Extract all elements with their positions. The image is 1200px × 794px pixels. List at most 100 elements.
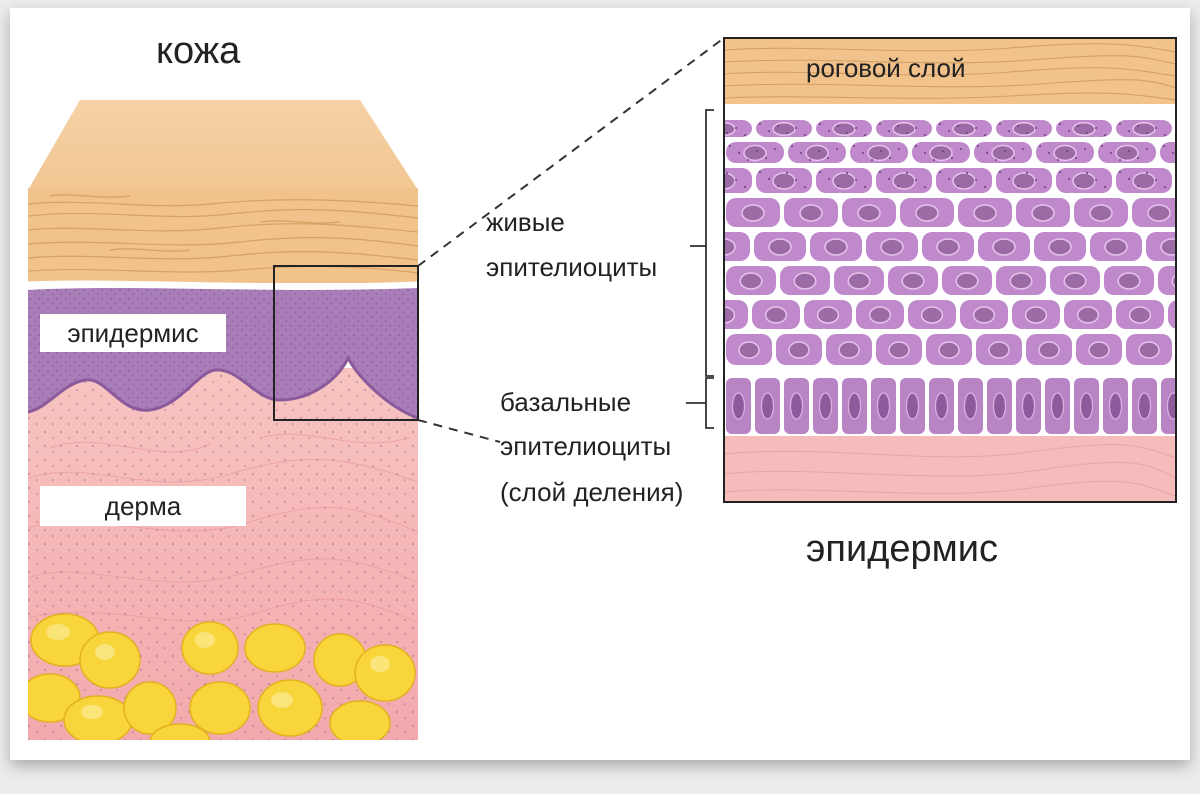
granule bbox=[1022, 148, 1024, 150]
cell-nucleus bbox=[1073, 173, 1095, 189]
cell-nucleus bbox=[974, 307, 995, 323]
granule bbox=[729, 145, 731, 147]
granule bbox=[1026, 132, 1028, 134]
label-dermis: дерма bbox=[40, 486, 246, 526]
granule bbox=[1095, 127, 1097, 129]
granule bbox=[957, 185, 959, 187]
cell-nucleus bbox=[858, 205, 880, 221]
granule bbox=[906, 172, 908, 174]
granule bbox=[1086, 132, 1088, 134]
granule bbox=[966, 132, 968, 134]
granule bbox=[984, 186, 986, 188]
cell-nucleus bbox=[893, 173, 915, 189]
cell-nucleus bbox=[937, 239, 959, 255]
granule bbox=[1146, 132, 1148, 134]
granule bbox=[897, 125, 899, 127]
granule bbox=[1119, 171, 1121, 173]
basal-cell-nucleus bbox=[994, 393, 1006, 419]
cell bbox=[1176, 120, 1190, 137]
granule bbox=[1017, 125, 1019, 127]
granule bbox=[717, 185, 719, 187]
granule bbox=[1013, 157, 1015, 159]
granule bbox=[1101, 145, 1103, 147]
basal-cell-nucleus bbox=[849, 393, 861, 419]
basal-cell-nucleus bbox=[1081, 393, 1093, 419]
granule bbox=[1017, 185, 1019, 187]
granule bbox=[977, 145, 979, 147]
granule bbox=[1026, 172, 1028, 174]
granule bbox=[759, 171, 761, 173]
cell-nucleus bbox=[833, 123, 855, 136]
cell-nucleus bbox=[1161, 239, 1183, 255]
cell-nucleus bbox=[1078, 307, 1099, 323]
granule bbox=[966, 172, 968, 174]
stratum-corneum-left bbox=[28, 188, 418, 283]
granule bbox=[1128, 130, 1130, 132]
cell-nucleus bbox=[744, 146, 766, 161]
granule bbox=[1188, 178, 1190, 180]
granule bbox=[738, 152, 740, 154]
basal-cell-nucleus bbox=[791, 393, 803, 419]
granule bbox=[889, 157, 891, 159]
zoom-line-bottom bbox=[418, 420, 500, 442]
granule bbox=[744, 186, 746, 188]
label-living-line2: эпителиоциты bbox=[486, 253, 657, 283]
granule bbox=[828, 178, 830, 180]
basal-cell-nucleus bbox=[936, 393, 948, 419]
cell-nucleus bbox=[1013, 173, 1035, 189]
granule bbox=[777, 185, 779, 187]
granule bbox=[879, 171, 881, 173]
granule bbox=[1066, 150, 1068, 152]
cell bbox=[1176, 334, 1190, 365]
granule bbox=[768, 130, 770, 132]
granule bbox=[827, 157, 829, 159]
cell-nucleus bbox=[740, 273, 762, 289]
cell-nucleus bbox=[739, 342, 759, 358]
granule bbox=[897, 185, 899, 187]
granule bbox=[1146, 148, 1148, 150]
granule bbox=[1044, 134, 1046, 136]
granule bbox=[708, 178, 710, 180]
cell-nucleus bbox=[870, 307, 891, 323]
granule bbox=[809, 159, 811, 161]
granule bbox=[744, 134, 746, 136]
granule bbox=[1172, 152, 1174, 154]
granule bbox=[939, 123, 941, 125]
granule bbox=[1104, 186, 1106, 188]
granule bbox=[924, 134, 926, 136]
granule bbox=[1075, 157, 1077, 159]
cell-nucleus bbox=[818, 307, 839, 323]
cell-nucleus bbox=[1089, 342, 1109, 358]
cell-nucleus bbox=[902, 273, 924, 289]
granule bbox=[1044, 186, 1046, 188]
granule bbox=[717, 125, 719, 127]
granule bbox=[924, 152, 926, 154]
basal-cell-nucleus bbox=[820, 393, 832, 419]
granule bbox=[777, 125, 779, 127]
granule bbox=[975, 127, 977, 129]
granule bbox=[804, 186, 806, 188]
cell-nucleus bbox=[789, 342, 809, 358]
label-living-line1: живые bbox=[486, 208, 565, 238]
cell-nucleus bbox=[1182, 307, 1190, 323]
granule bbox=[1035, 179, 1037, 181]
granule bbox=[880, 150, 882, 152]
granule bbox=[800, 152, 802, 154]
granule bbox=[1004, 150, 1006, 152]
granule bbox=[1057, 159, 1059, 161]
granule bbox=[1179, 123, 1181, 125]
granule bbox=[1179, 171, 1181, 173]
granule bbox=[819, 171, 821, 173]
label-epidermis-left: эпидермис bbox=[40, 314, 226, 352]
granule bbox=[999, 123, 1001, 125]
granule bbox=[756, 150, 758, 152]
cell-nucleus bbox=[993, 239, 1015, 255]
granule bbox=[1119, 159, 1121, 161]
granule bbox=[846, 132, 848, 134]
granule bbox=[768, 178, 770, 180]
label-basal-line1: базальные bbox=[500, 388, 631, 418]
granule bbox=[915, 179, 917, 181]
granule bbox=[915, 145, 917, 147]
granule bbox=[786, 172, 788, 174]
granule bbox=[951, 157, 953, 159]
